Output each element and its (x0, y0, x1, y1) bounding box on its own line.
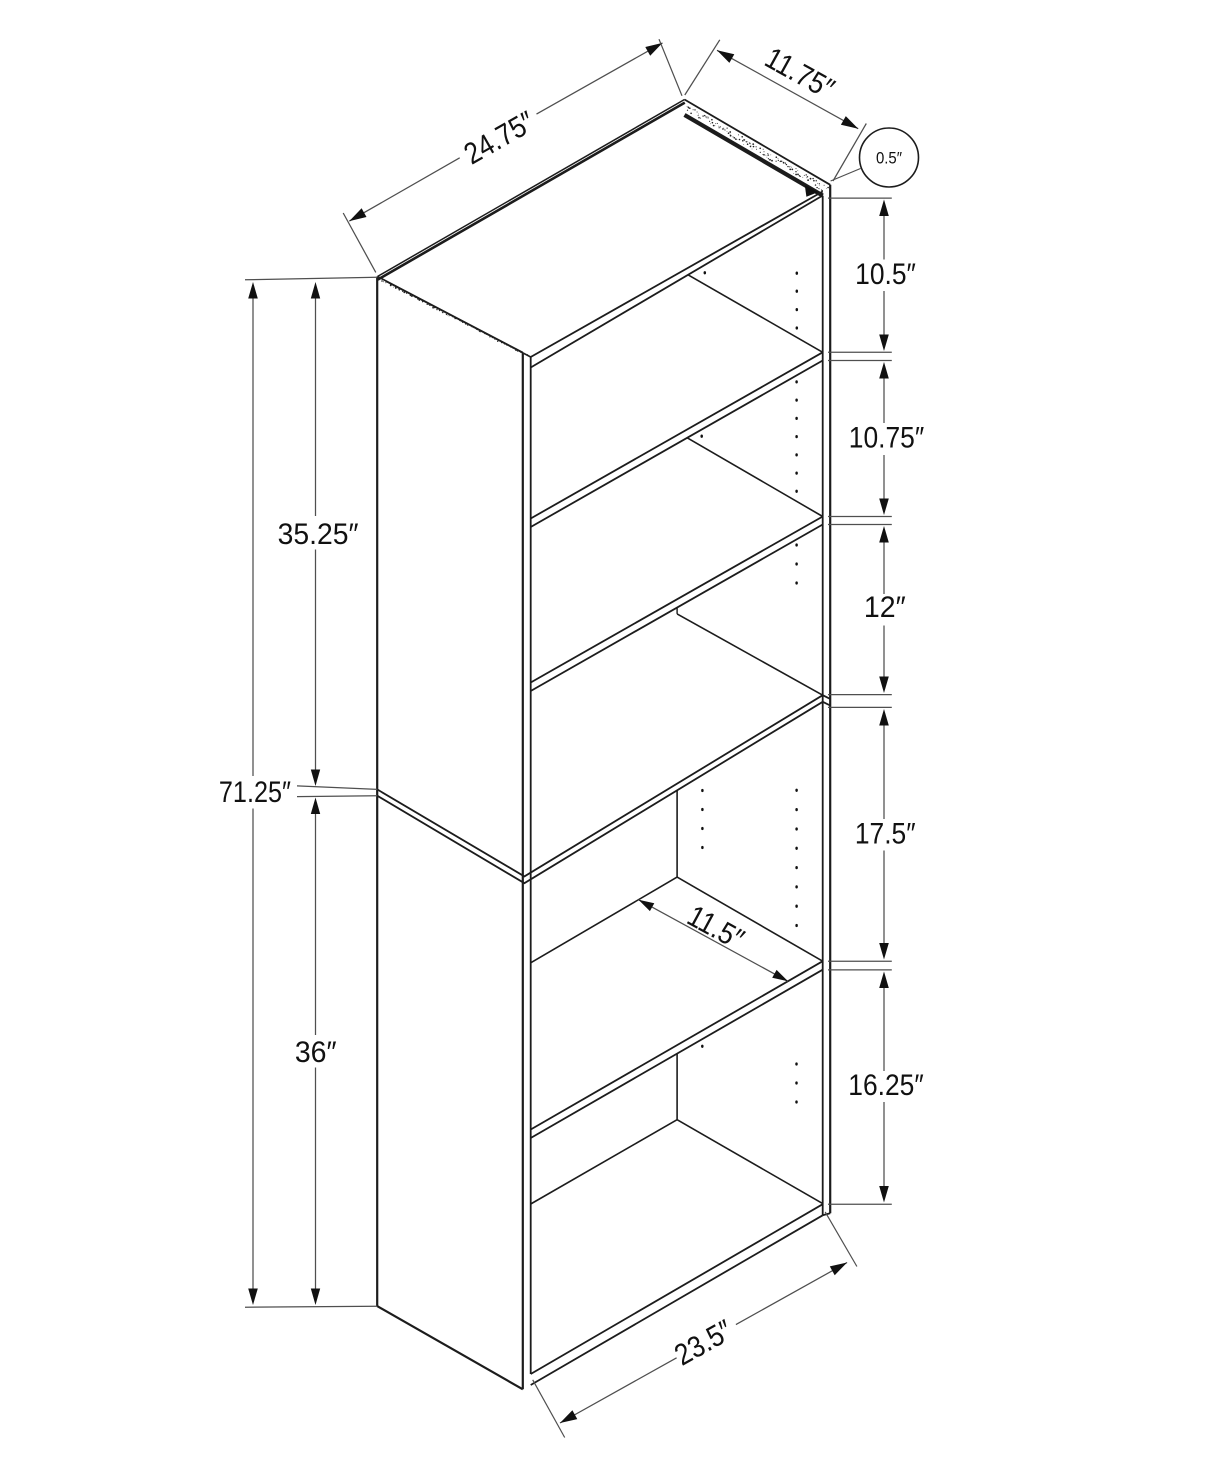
svg-text:71.25″: 71.25″ (219, 775, 291, 809)
svg-text:17.5″: 17.5″ (855, 816, 916, 850)
svg-text:12″: 12″ (864, 591, 906, 624)
svg-text:10.5″: 10.5″ (855, 256, 916, 290)
svg-text:16.25″: 16.25″ (848, 1068, 923, 1102)
svg-text:10.75″: 10.75″ (849, 420, 924, 454)
svg-text:35.25″: 35.25″ (278, 518, 359, 551)
svg-text:0.5″: 0.5″ (876, 149, 902, 167)
svg-text:36″: 36″ (295, 1037, 337, 1070)
